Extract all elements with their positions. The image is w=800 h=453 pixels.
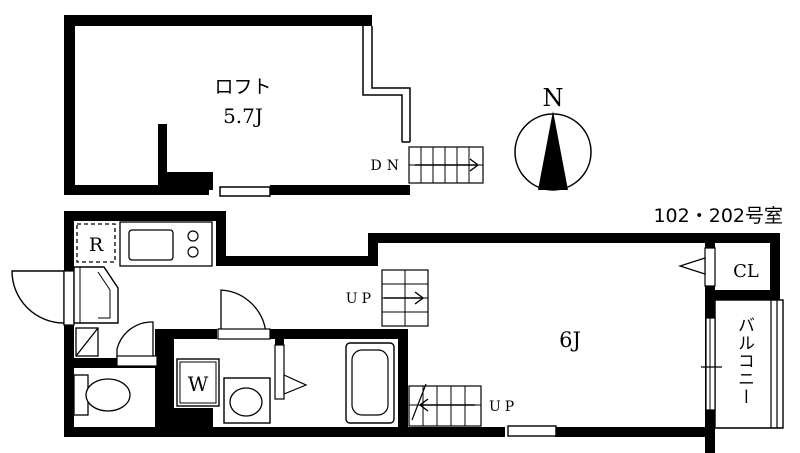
washer-inner — [179, 361, 217, 404]
unit-label: 102・202号室 — [653, 205, 783, 227]
toilet-door — [116, 321, 154, 358]
toilet-room — [73, 321, 158, 416]
refrigerator-label: R — [89, 234, 104, 256]
washbasin-bowl-icon — [229, 387, 263, 417]
lower-stair — [408, 383, 482, 427]
balcony: バルコニー — [701, 299, 784, 429]
loft-stair-label: DN — [371, 158, 404, 174]
compass-needle-icon — [538, 111, 568, 190]
entrance-door — [11, 270, 75, 326]
toilet-bowl-icon — [85, 378, 131, 412]
loft-right-wall-inner — [371, 26, 411, 142]
loft-window — [219, 186, 271, 197]
washer-space — [176, 358, 220, 407]
balcony-label: バルコニー — [734, 316, 754, 406]
washroom: W — [176, 289, 308, 424]
stove-burner-icon — [187, 230, 199, 242]
compass-north-label: N — [543, 84, 564, 112]
closet: CL — [678, 247, 759, 287]
loft-room-name: ロフト — [214, 76, 271, 98]
main-stair-label: UP — [346, 291, 375, 307]
kitchen: R — [76, 221, 213, 267]
bath-door-hinge-icon — [283, 374, 308, 395]
main-stair — [381, 269, 429, 327]
kitchen-sink — [128, 229, 174, 261]
shoe-cabinet — [73, 266, 119, 324]
loft-wall-bottom-right — [270, 185, 410, 195]
bath-door — [274, 344, 285, 400]
washroom-door — [220, 289, 267, 339]
loft-stair — [408, 146, 484, 184]
lower-stair-label: UP — [489, 399, 518, 415]
loft-dark-block — [167, 172, 213, 190]
storage-box — [75, 327, 99, 357]
loft-room-size: 5.7J — [223, 104, 263, 128]
main-room-size: 6J — [559, 328, 581, 352]
closet-label: CL — [733, 261, 759, 282]
loft-wall — [64, 15, 372, 195]
stove-burner-icon — [187, 246, 199, 258]
loft-area: ロフト 5.7J DN — [64, 15, 484, 197]
closet-door-icon — [678, 257, 706, 275]
refrigerator-space — [76, 223, 116, 263]
bathtub-inner — [351, 349, 389, 416]
main-room-window — [507, 425, 557, 437]
bathroom — [345, 342, 395, 424]
loft-right-wall — [362, 26, 403, 142]
washer-label: W — [188, 372, 209, 396]
compass: N — [514, 84, 592, 191]
loft-partition — [158, 124, 167, 190]
